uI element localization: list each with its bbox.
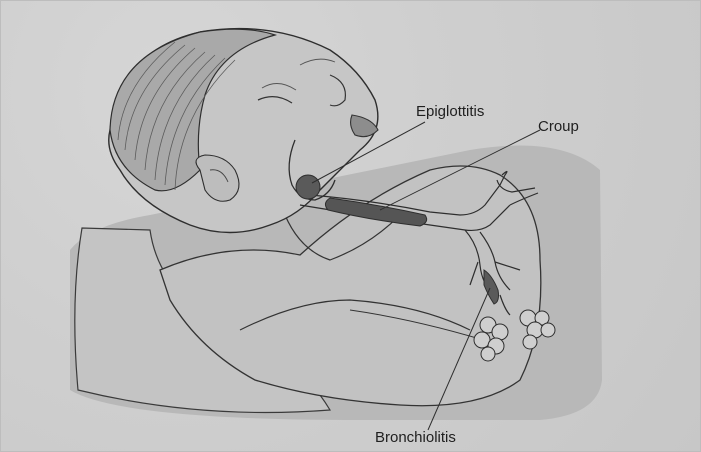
epiglottitis-region xyxy=(296,175,320,199)
label-epiglottitis: Epiglottitis xyxy=(416,104,484,119)
label-bronchiolitis: Bronchiolitis xyxy=(375,430,456,445)
label-croup: Croup xyxy=(538,119,579,134)
